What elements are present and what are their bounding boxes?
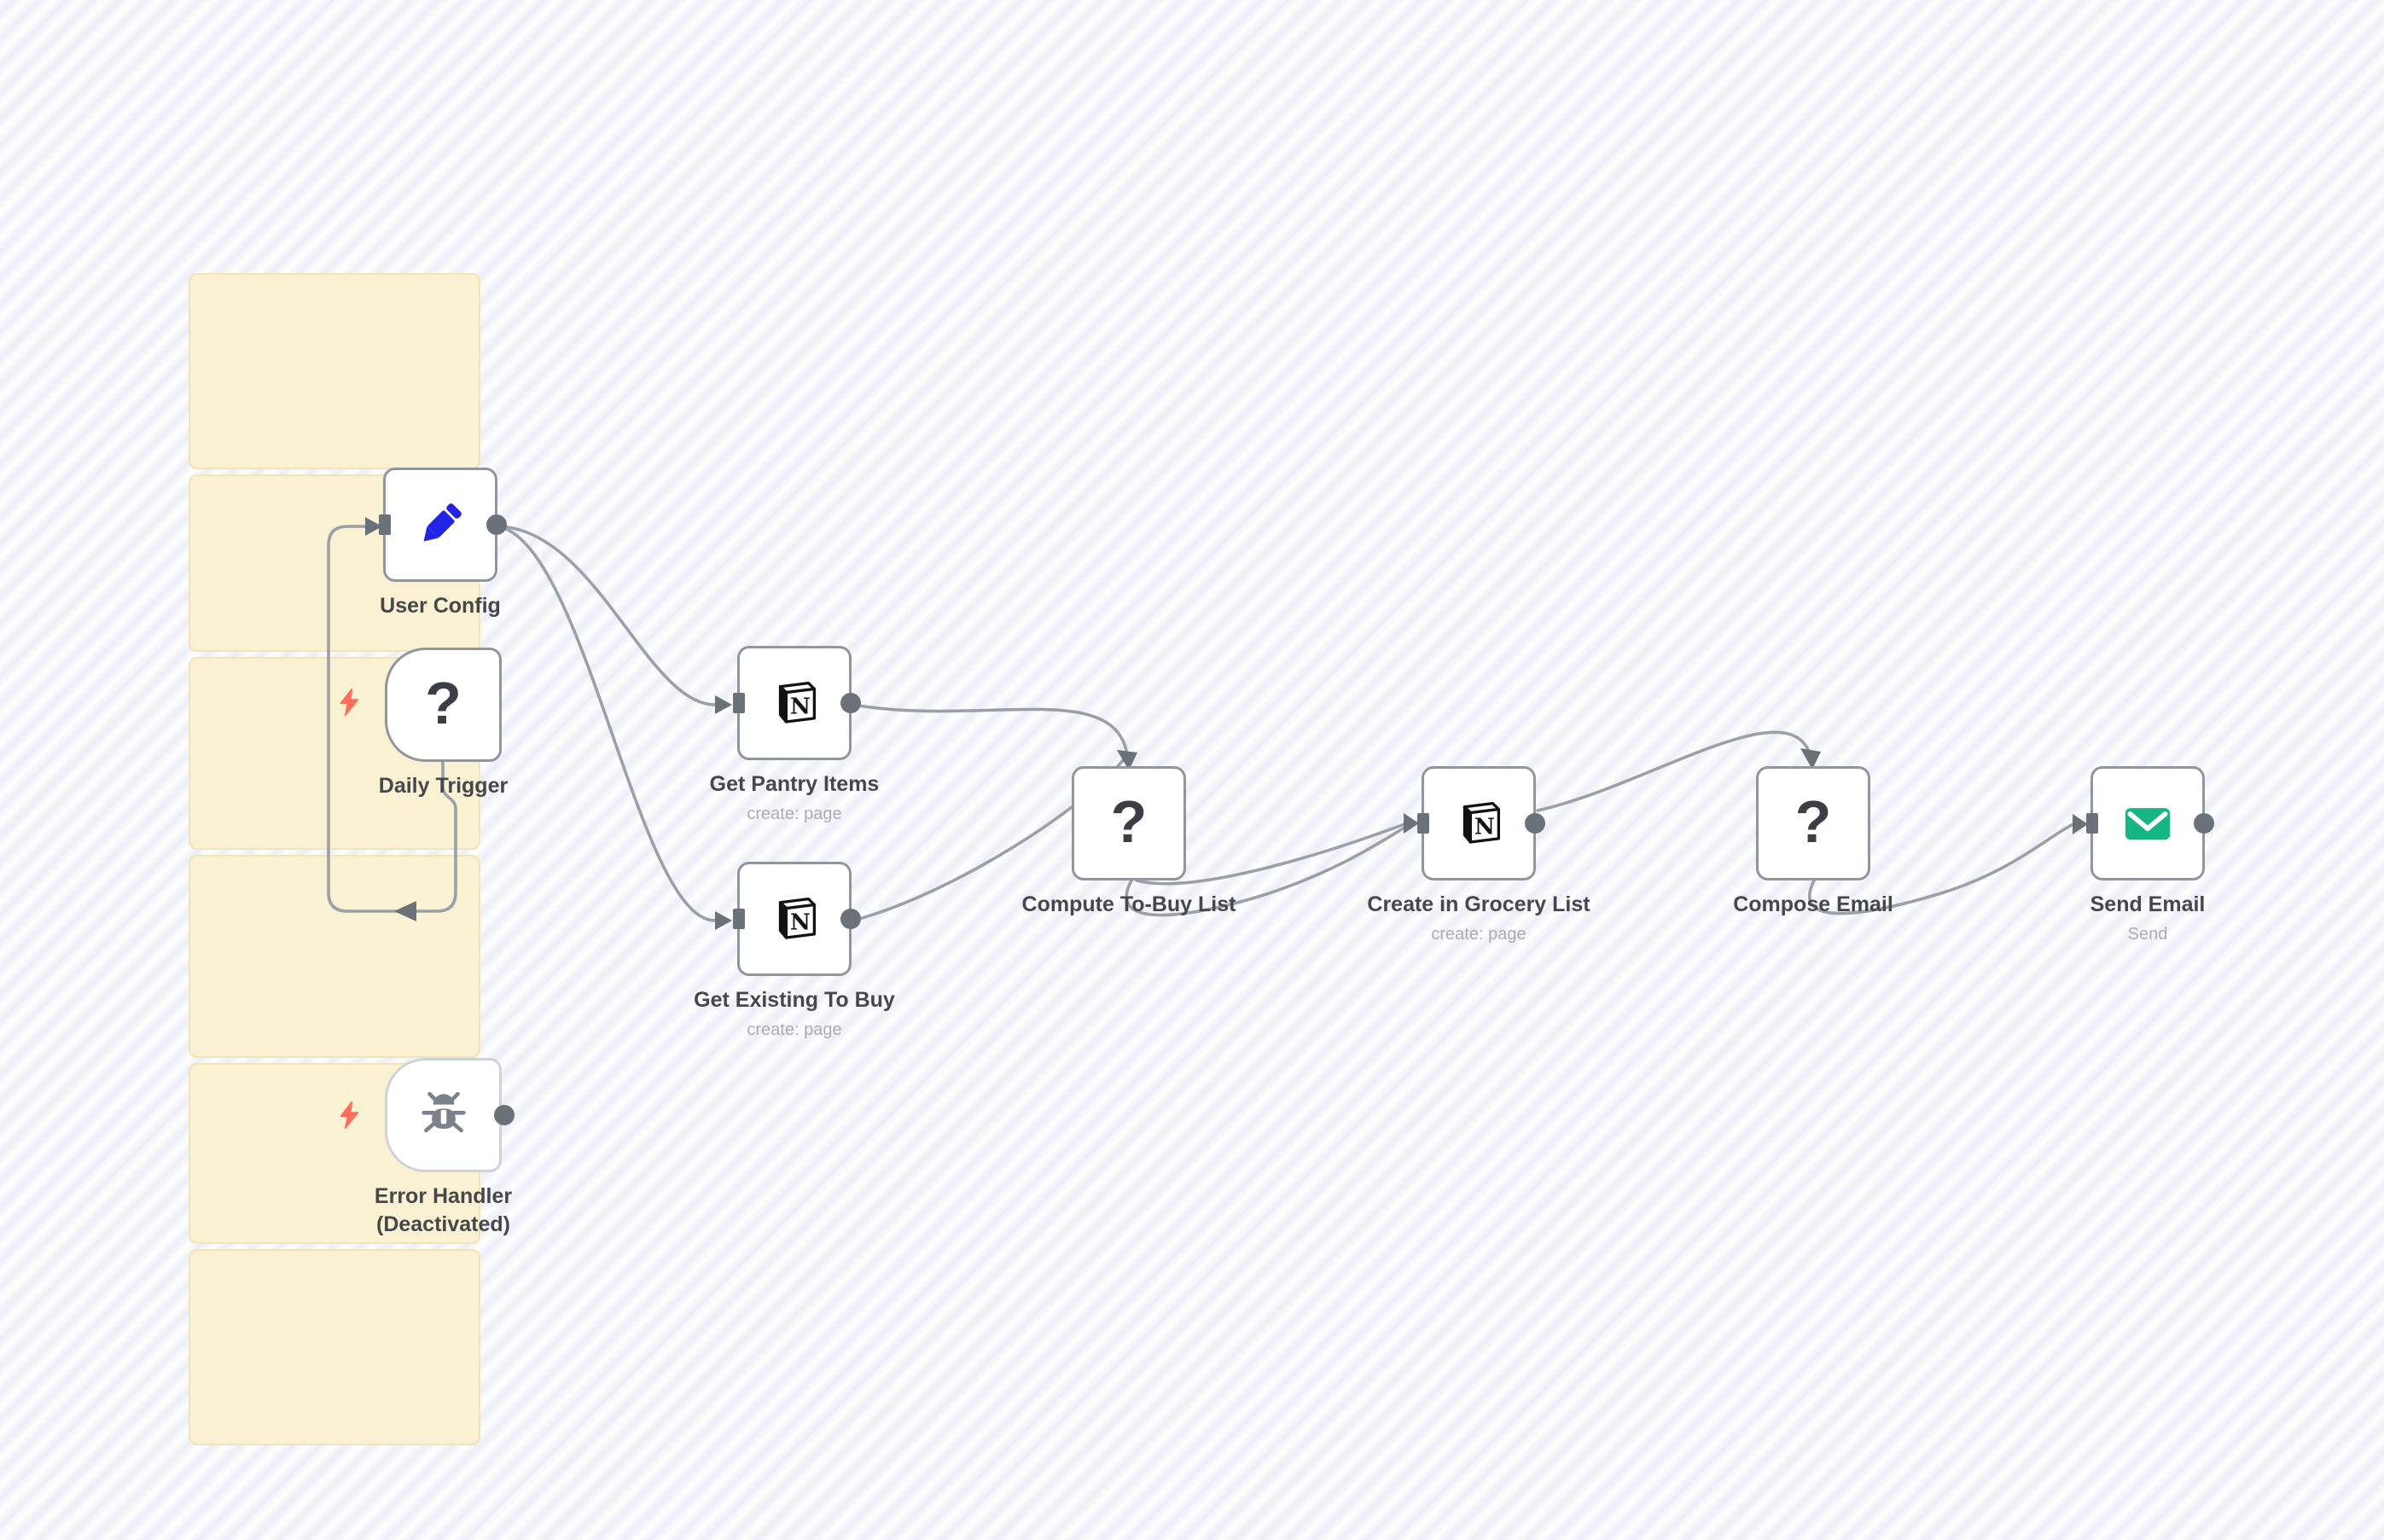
output-dot[interactable] <box>1525 813 1545 834</box>
output-dot[interactable] <box>840 693 861 713</box>
node-box-create-in-grocery-list[interactable]: N <box>1417 766 1545 880</box>
input-plug[interactable] <box>1417 813 1429 834</box>
node-subtitle: create: page <box>747 805 842 823</box>
node-box-send-email[interactable] <box>2086 766 2214 880</box>
sticky-note[interactable] <box>189 855 480 1058</box>
node-box-get-pantry-items[interactable]: N <box>733 646 861 760</box>
svg-text:N: N <box>790 909 811 935</box>
output-dot[interactable] <box>840 909 861 929</box>
node-box-compute-to-buy-list[interactable]: ? <box>1072 766 1186 880</box>
question-mark-icon: ? <box>425 670 462 736</box>
connection-compute-to-grocery-a[interactable] <box>1135 822 1406 886</box>
lightning-bolt-icon <box>338 688 362 717</box>
node-box-compose-email[interactable]: ? <box>1756 766 1870 880</box>
node-send-email: Send Email Send <box>2086 766 2214 944</box>
lightning-bolt-icon <box>338 1101 362 1130</box>
notion-icon: N <box>766 675 823 731</box>
question-mark-icon: ? <box>1110 788 1148 855</box>
connection-grocery-to-compose-email[interactable] <box>1536 730 1812 812</box>
sticky-note[interactable] <box>189 1249 480 1445</box>
node-error-handler: Error Handler (Deactivated) <box>375 1058 515 1236</box>
node-compose-email: ? Compose Email <box>1733 766 1893 916</box>
node-subtitle: create: page <box>747 1020 842 1039</box>
node-box-daily-trigger[interactable]: ? <box>385 648 502 762</box>
node-subtitle: create: page <box>1431 925 1526 944</box>
node-get-existing-to-buy: N Get Existing To Buy create: page <box>694 862 895 1039</box>
bug-icon <box>416 1087 472 1143</box>
input-plug[interactable] <box>733 909 745 929</box>
output-dot[interactable] <box>2194 813 2214 834</box>
node-subtitle: Send <box>2127 925 2168 944</box>
connection-compose-email-to-send-email[interactable] <box>1807 822 2075 915</box>
svg-text:N: N <box>1474 813 1495 840</box>
connection-compute-to-grocery-b[interactable] <box>1125 826 1406 917</box>
connection-user-config-to-get-existing-to-buy[interactable] <box>497 525 717 922</box>
envelope-icon <box>2119 795 2176 851</box>
node-label: Daily Trigger <box>378 774 509 798</box>
node-label: Compose Email <box>1733 892 1893 916</box>
question-mark-icon: ? <box>1794 788 1832 855</box>
connection-arrowheads <box>365 517 2088 930</box>
connection-get-pantry-items-to-compute[interactable] <box>852 703 1129 756</box>
output-dot[interactable] <box>494 1105 515 1125</box>
connection-daily-trigger-to-user-config[interactable] <box>327 525 457 913</box>
node-daily-trigger: ? Daily Trigger <box>379 648 508 798</box>
connection-user-config-to-get-pantry-items[interactable] <box>497 525 717 706</box>
output-dot[interactable] <box>486 514 507 535</box>
input-plug[interactable] <box>379 514 391 535</box>
node-label: Create in Grocery List <box>1367 892 1590 916</box>
node-create-in-grocery-list: N Create in Grocery List create: page <box>1367 766 1590 944</box>
input-plug[interactable] <box>733 693 745 713</box>
pencil-icon <box>412 497 468 553</box>
node-label: Error Handler (Deactivated) <box>374 1184 513 1236</box>
input-plug[interactable] <box>2086 813 2098 834</box>
node-box-get-existing-to-buy[interactable]: N <box>733 862 861 976</box>
node-label: Get Existing To Buy <box>694 988 895 1012</box>
node-box-error-handler[interactable] <box>385 1058 515 1172</box>
node-label: Compute To-Buy List <box>1021 892 1236 916</box>
svg-text:N: N <box>790 693 811 719</box>
node-label: Get Pantry Items <box>709 772 880 796</box>
node-get-pantry-items: N Get Pantry Items create: page <box>710 646 879 823</box>
node-label: User Config <box>380 594 501 618</box>
node-compute-to-buy-list: ? Compute To-Buy List <box>1022 766 1236 916</box>
node-label: Send Email <box>2090 892 2206 916</box>
notion-icon: N <box>766 891 823 947</box>
node-user-config: User Config <box>379 468 507 618</box>
node-box-user-config[interactable] <box>379 468 507 582</box>
sticky-note[interactable] <box>189 273 480 469</box>
notion-icon: N <box>1451 795 1507 851</box>
